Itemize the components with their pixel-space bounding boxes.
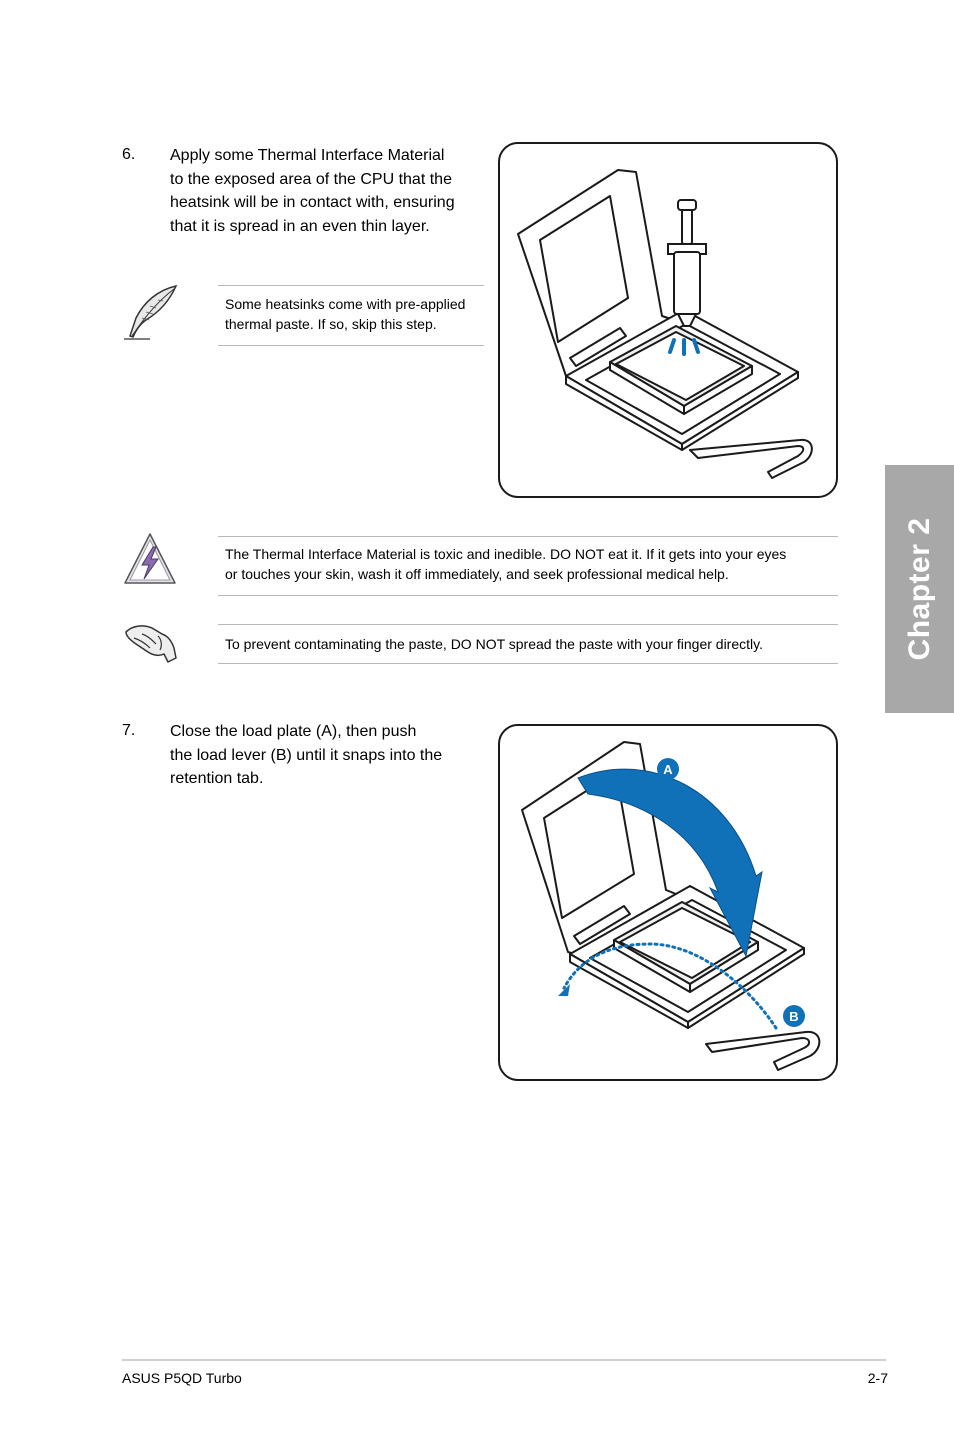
warning-bottom-rule — [218, 595, 838, 596]
thermal-paste-figure — [498, 142, 838, 498]
caution-text: To prevent contaminating the paste, DO N… — [225, 636, 763, 652]
note-top-rule — [218, 285, 484, 286]
cpu-socket-close-illustration: A B — [521, 741, 821, 1071]
step-7-line: Close the load plate (A), then push — [170, 723, 417, 740]
footer-product-name: ASUS P5QD Turbo — [122, 1370, 242, 1386]
step-7-text: Close the load plate (A), then push the … — [170, 720, 490, 791]
footer-rule — [122, 1359, 886, 1361]
step-6-text: Apply some Thermal Interface Material to… — [170, 144, 490, 238]
label-b-badge — [783, 1005, 805, 1027]
step-7-line: the load lever (B) until it snaps into t… — [170, 746, 443, 764]
step-6-line: heatsink will be in contact with, ensuri… — [170, 194, 455, 211]
lightning-warning-icon — [122, 531, 178, 587]
hand-caution-icon — [122, 618, 178, 664]
caution-bottom-rule — [218, 663, 838, 664]
note-bottom-rule — [218, 345, 484, 346]
step-6-line: to the exposed area of the CPU that the — [170, 170, 452, 188]
label-a: A — [663, 762, 673, 777]
step-7-line: retention tab. — [170, 770, 264, 787]
warning-line: The Thermal Interface Material is toxic … — [225, 546, 787, 562]
step-7-number: 7. — [122, 722, 136, 739]
note-text: Some heatsinks come with pre-applied the… — [225, 294, 487, 334]
note-line: Some heatsinks come with pre-applied — [225, 296, 466, 312]
warning-top-rule — [218, 536, 838, 537]
warning-line: or touches your skin, wash it off immedi… — [225, 566, 729, 582]
warning-text: The Thermal Interface Material is toxic … — [225, 544, 845, 584]
footer-page-number: 2-7 — [867, 1370, 888, 1386]
step-6-line: Apply some Thermal Interface Material — [170, 147, 445, 164]
close-load-plate-figure: A B — [498, 724, 838, 1081]
note-line: thermal paste. If so, skip this step. — [225, 316, 437, 332]
feather-quill-icon — [120, 282, 182, 342]
step-6-line: that it is spread in an even thin layer. — [170, 217, 430, 235]
label-a-badge — [657, 758, 679, 780]
chapter-side-tab: Chapter 2 — [885, 465, 954, 713]
step-6-number: 6. — [122, 146, 136, 163]
chapter-tab-label: Chapter 2 — [902, 517, 936, 661]
label-b: B — [789, 1009, 798, 1024]
caution-top-rule — [218, 624, 838, 625]
cpu-socket-paste-illustration — [517, 169, 813, 479]
